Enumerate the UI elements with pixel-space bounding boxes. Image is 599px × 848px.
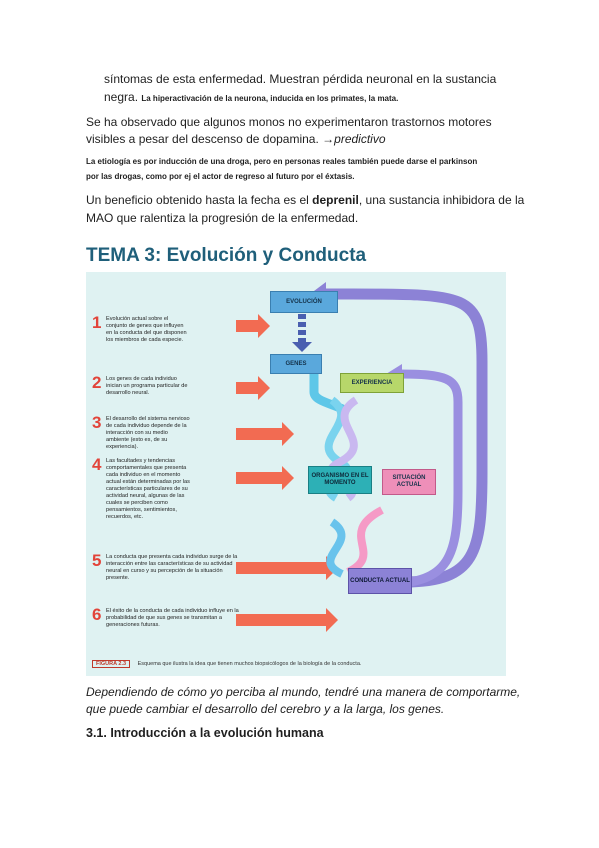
genes-box: GENES <box>270 354 322 374</box>
figure-caption: FIGURA 2.3 Esquema que ilustra la idea q… <box>92 660 361 668</box>
item-number: 3 <box>92 413 102 432</box>
item-text: La conducta que presenta cada individuo … <box>106 554 238 581</box>
caption-text: Esquema que ilustra la idea que tienen m… <box>137 661 362 667</box>
note-line: por las drogas, como por ej el actor de … <box>86 172 355 181</box>
italic-line: que puede cambiar el desarrollo del cere… <box>86 702 445 716</box>
arrow-2-icon <box>236 376 270 400</box>
text-line: negra. La hiperactivación de la neurona,… <box>104 88 398 106</box>
arrow-5-icon <box>236 556 338 580</box>
arrow-4-icon <box>236 466 294 490</box>
predictive-note: →predictivo <box>322 132 386 146</box>
helix-blue-lower <box>326 518 346 578</box>
item-text: Las facultades y tendencias comportament… <box>106 458 190 520</box>
conducta-box: CONDUCTA ACTUAL <box>348 568 412 594</box>
feedback-loop-outer <box>321 288 488 588</box>
text-fragment: visibles a pesar del descenso de dopamin… <box>86 132 319 146</box>
item-text: El éxito de la conducta de cada individu… <box>106 608 239 628</box>
red-arrows <box>236 314 338 632</box>
arrow-3-icon <box>236 422 294 446</box>
section-heading: TEMA 3: Evolución y Conducta <box>86 245 367 266</box>
text-fragment: Un beneficio obtenido hasta la fecha es … <box>86 193 309 207</box>
item-number: 6 <box>92 605 102 624</box>
text-line: Un beneficio obtenido hasta la fecha es … <box>86 191 524 209</box>
arrow-1-icon <box>236 314 270 338</box>
text-fragment: , una sustancia inhibidora de la <box>358 193 525 207</box>
italic-line: Dependiendo de cómo yo perciba al mundo,… <box>86 685 521 699</box>
item-number: 2 <box>92 373 102 392</box>
organismo-box: ORGANISMO EN EL MOMENTO <box>308 466 372 494</box>
note-line: La etiología es por inducción de una dro… <box>86 157 478 166</box>
text-line: síntomas de esta enfermedad. Muestran pé… <box>104 72 497 86</box>
text-line: Se ha observado que algunos monos no exp… <box>86 115 492 129</box>
text-line: MAO que ralentiza la progresión de la en… <box>86 211 359 225</box>
handwritten-note: La hiperactivación de la neurona, induci… <box>141 94 399 103</box>
feedback-loop-inner <box>381 369 463 589</box>
item-text: Evolución actual sobre el conjunto de ge… <box>106 316 187 343</box>
caption-label: FIGURA 2.3 <box>92 660 131 668</box>
situacion-box: SITUACIÓN ACTUAL <box>382 469 436 495</box>
text-line: visibles a pesar del descenso de dopamin… <box>86 130 386 148</box>
subsection-heading: 3.1. Introducción a la evolución humana <box>86 726 324 740</box>
item-text: Los genes de cada individuo inician un p… <box>106 376 188 396</box>
item-number: 4 <box>92 455 102 474</box>
evolucion-box: EVOLUCIÓN <box>270 291 338 313</box>
arrow-6-icon <box>236 608 338 632</box>
deprenil-term: deprenil <box>312 193 359 207</box>
helix-pink <box>346 506 384 576</box>
text-fragment: negra. <box>104 90 139 104</box>
evolution-behavior-figure: 1 Evolución actual sobre el conjunto de … <box>86 272 506 676</box>
item-number: 1 <box>92 313 102 332</box>
dashed-arrow-icon <box>292 314 312 352</box>
experiencia-box: EXPERIENCIA <box>340 373 404 393</box>
item-text: El desarrollo del sistema nervioso de ca… <box>106 416 190 450</box>
item-number: 5 <box>92 551 102 570</box>
